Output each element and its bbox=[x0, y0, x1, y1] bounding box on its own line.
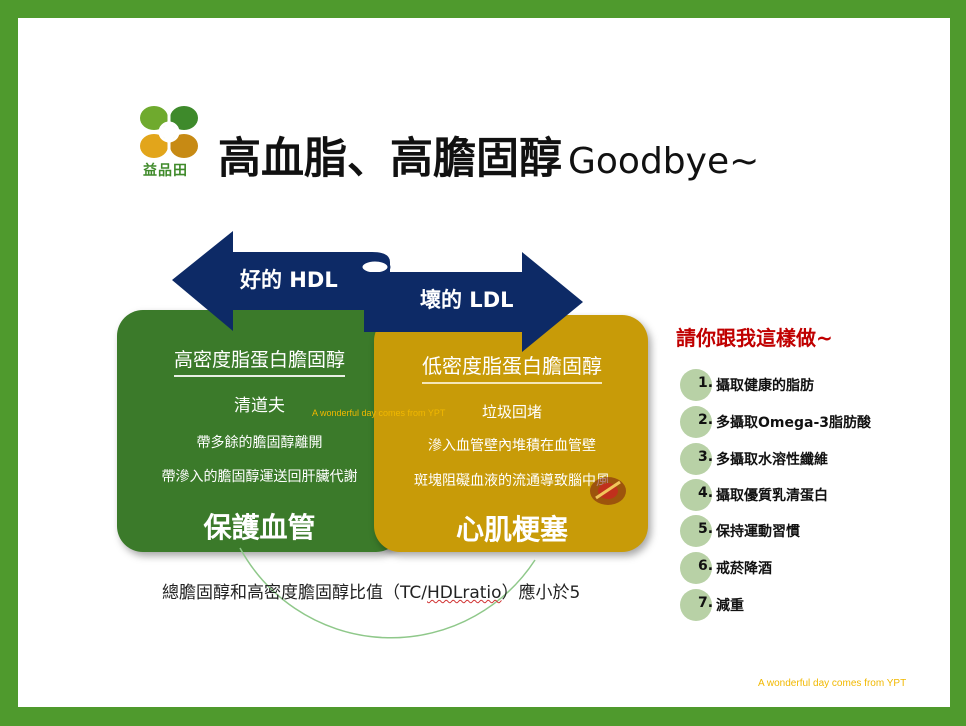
step-circle bbox=[680, 552, 712, 584]
hdl-line-1: 清道夫 bbox=[234, 396, 285, 416]
ldl-line-3: 斑塊阻礙血液的流通導致腦中風 bbox=[414, 473, 610, 489]
hdl-arrow bbox=[172, 231, 390, 331]
step-circle bbox=[680, 479, 712, 511]
footer-watermark: A wonderful day comes from YPT bbox=[758, 678, 907, 689]
watermark: A wonderful day comes from YPT bbox=[312, 408, 446, 418]
ldl-line-1: 垃圾回堵 bbox=[481, 403, 542, 421]
step-circle bbox=[680, 443, 712, 475]
step-circle bbox=[680, 406, 712, 438]
hdl-arrow-label: 好的 HDL bbox=[240, 268, 338, 292]
logo-text: 益品田 bbox=[143, 163, 188, 179]
hdl-box bbox=[117, 310, 402, 552]
ratio-underlined: HDLratio bbox=[427, 583, 502, 603]
ldl-box bbox=[374, 315, 648, 552]
hdl-big-label: 保護血管 bbox=[203, 511, 316, 544]
title-en: Goodbye~ bbox=[568, 141, 760, 182]
ratio-text: 總膽固醇和高密度膽固醇比值（TC/HDLratio）應小於5 bbox=[162, 583, 581, 603]
ldl-arrow bbox=[364, 252, 583, 352]
ldl-arrow-label: 壞的 LDL bbox=[420, 288, 514, 312]
step-circle bbox=[680, 369, 712, 401]
hdl-line-3: 帶滲入的膽固醇運送回肝臟代謝 bbox=[161, 469, 358, 485]
ldl-box-title: 低密度脂蛋白膽固醇 bbox=[376, 350, 648, 384]
step-circle bbox=[680, 515, 712, 547]
hdl-line-2: 帶多餘的膽固醇離開 bbox=[196, 435, 323, 451]
actions-title: 請你跟我這樣做~ bbox=[676, 326, 833, 350]
artery-blockage-icon bbox=[590, 477, 626, 505]
hdl-box-title: 高密度脂蛋白膽固醇 bbox=[117, 345, 402, 377]
ldl-line-2: 滲入血管壁內堆積在血管壁 bbox=[428, 438, 596, 454]
ldl-big-label: 心肌梗塞 bbox=[455, 513, 568, 546]
step-circle bbox=[680, 589, 712, 621]
title-main: 高血脂、高膽固醇 bbox=[218, 134, 562, 184]
logo-icon bbox=[140, 106, 198, 158]
